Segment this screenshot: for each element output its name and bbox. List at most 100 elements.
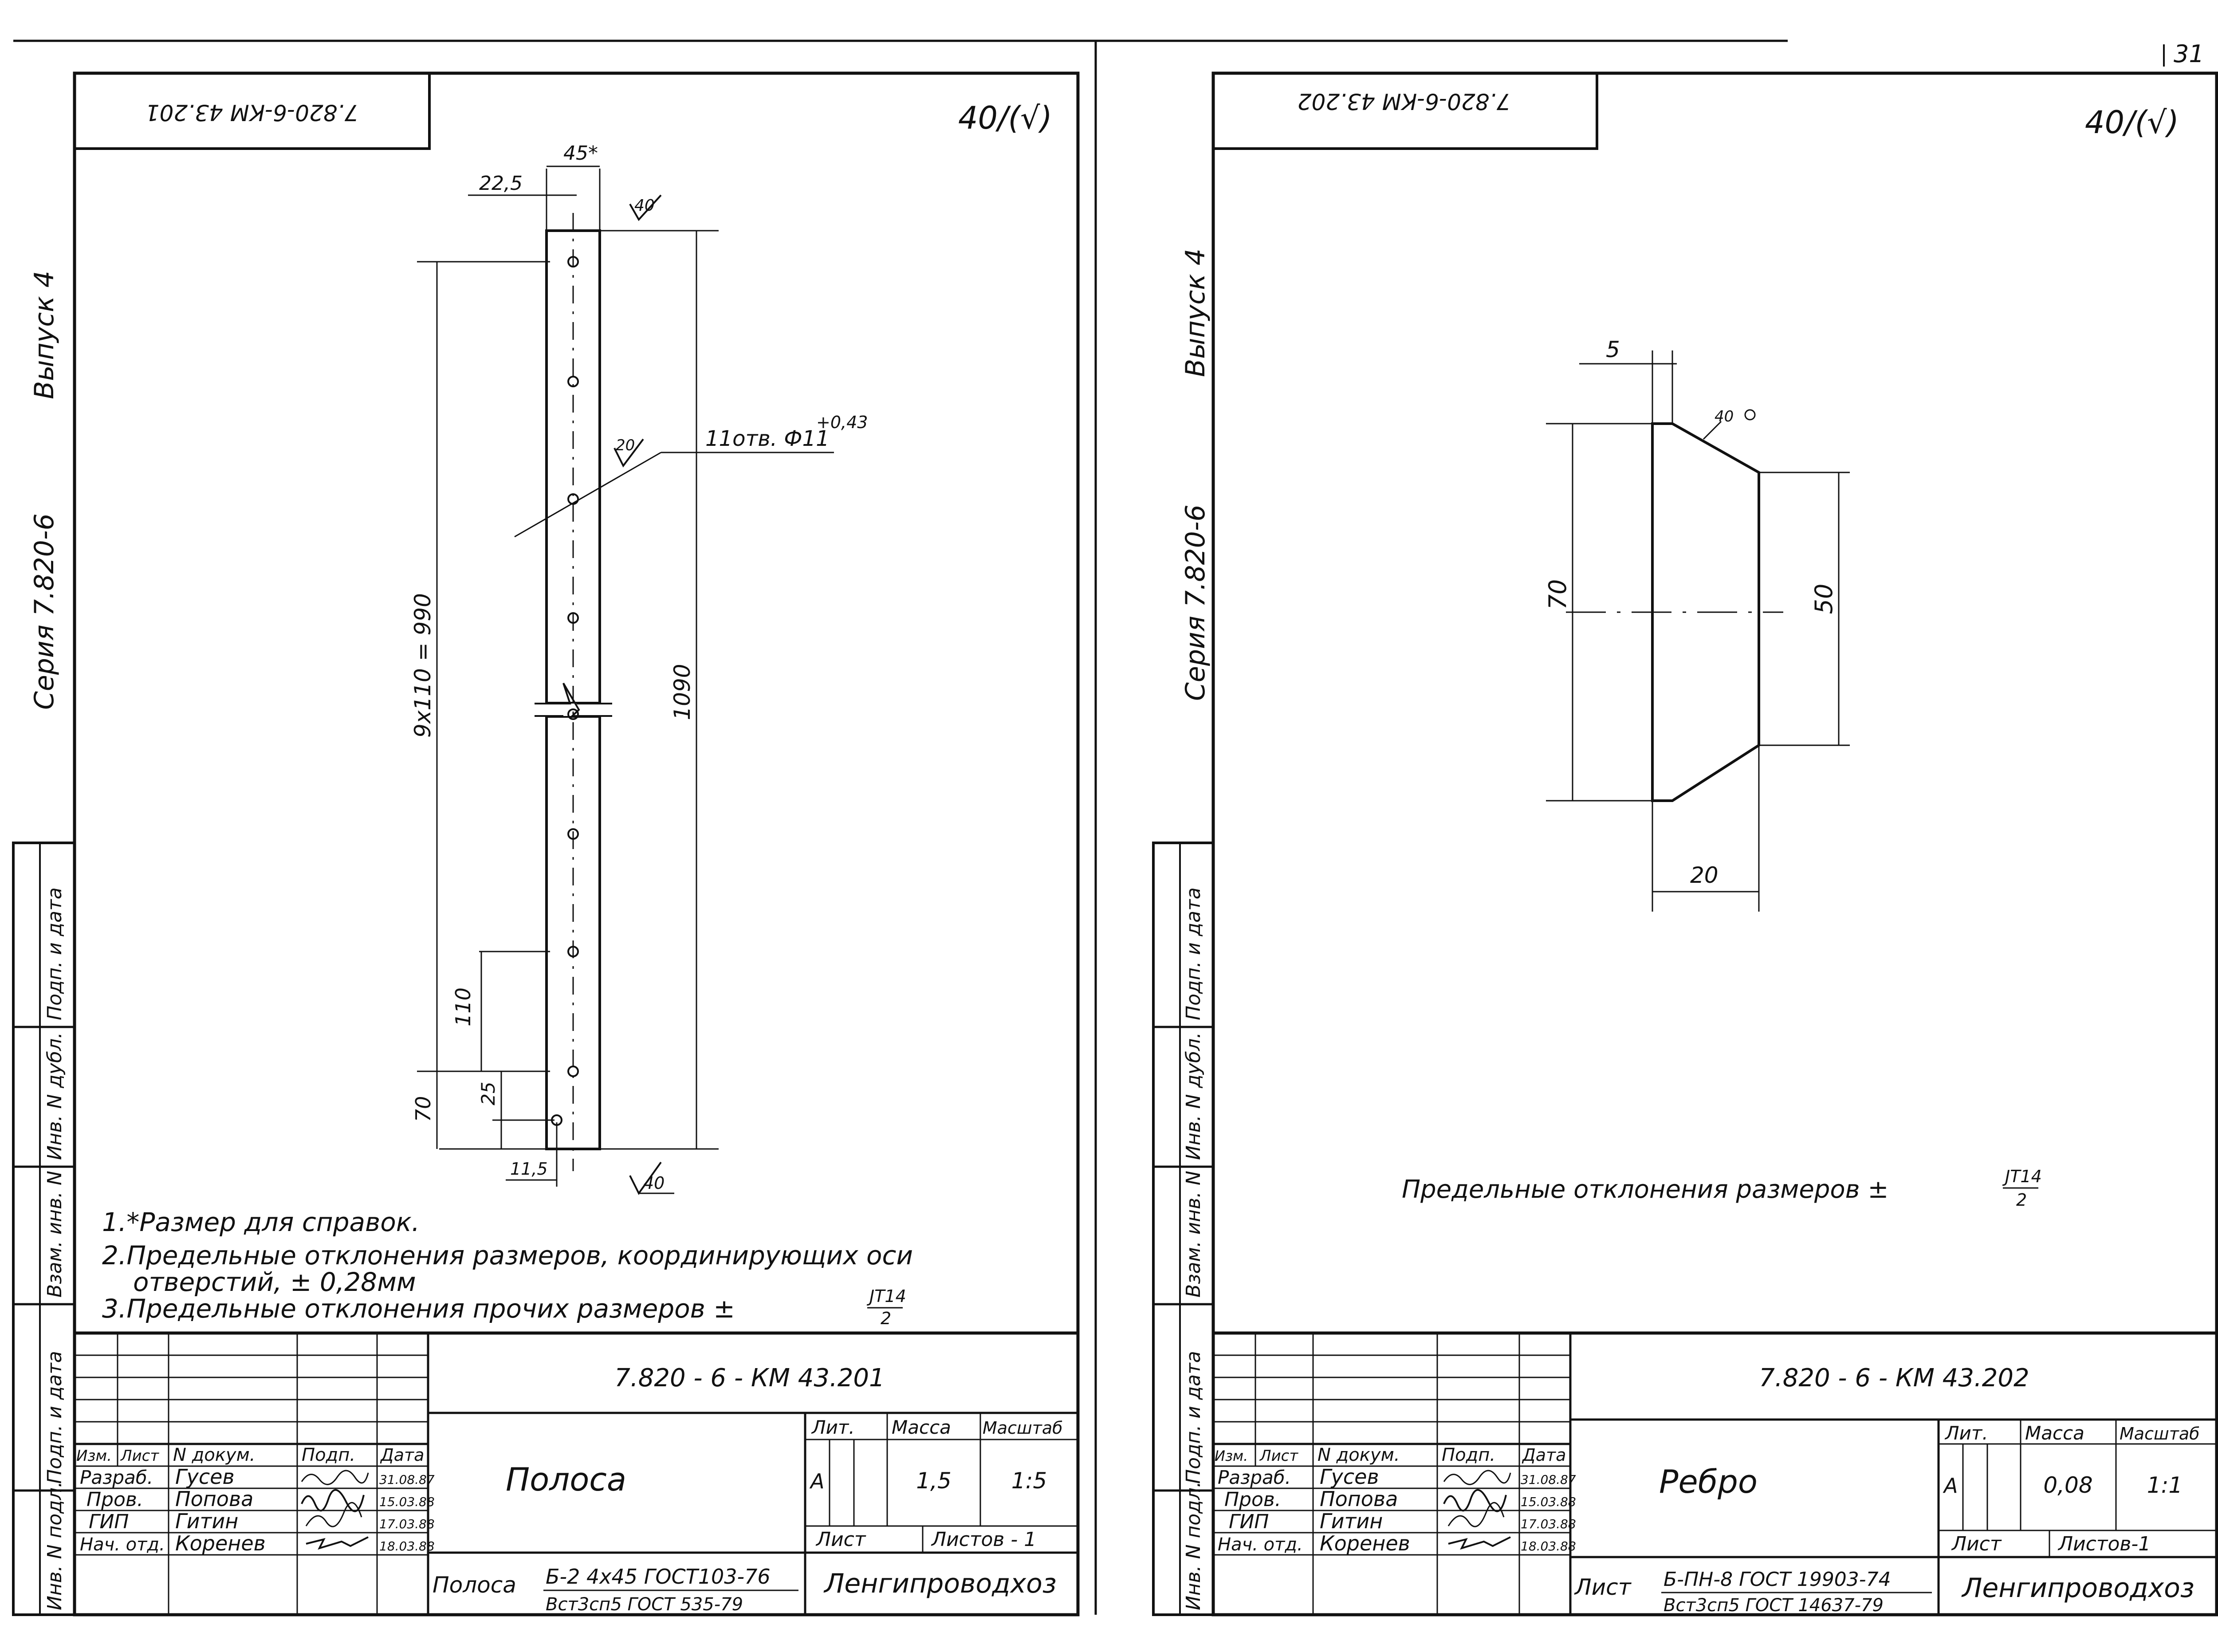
holes-callout: 11отв. Ф11 xyxy=(705,426,830,451)
right-sheet: 7.820-6-КМ 43.202 40/(√) Серия 7.820-6 В… xyxy=(1152,71,2218,1617)
right-org: Ленгипроводхоз xyxy=(1961,1573,2194,1604)
right-side-box-3: Взам. инв. N xyxy=(1182,1171,1205,1298)
dim-25: 25 xyxy=(477,1082,499,1105)
signature-2 xyxy=(301,1489,365,1512)
left-note-1: 1.*Размер для справок. xyxy=(102,1207,420,1237)
right-side-box-2: Инв. N дубл. xyxy=(1182,1032,1205,1160)
left-side-box-1: Подп. и дата xyxy=(43,887,66,1020)
rib-roughness-40: 40 xyxy=(1715,408,1734,425)
right-note: Предельные отклонения размеров ± xyxy=(1402,1175,1888,1204)
left-name-2: Попова xyxy=(175,1487,253,1511)
left-hdr-doc: N докум. xyxy=(173,1445,256,1465)
right-hdr-date: Дата xyxy=(1522,1445,1566,1465)
right-role-1: Разраб. xyxy=(1218,1467,1291,1488)
left-side-box-4: Подп. и дата xyxy=(43,1351,66,1484)
right-sheets-label: Листов-1 xyxy=(2057,1533,2151,1555)
left-part-name: Полоса xyxy=(506,1461,626,1498)
left-date-4: 18.03.88 xyxy=(379,1539,435,1554)
right-name-3: Гитин xyxy=(1320,1509,1383,1533)
dim-1090: 1090 xyxy=(669,664,695,720)
right-side-box-1: Подп. и дата xyxy=(1182,887,1205,1020)
left-roughness-icon: 40/(√) xyxy=(958,100,1052,136)
right-name-2: Попова xyxy=(1320,1487,1398,1511)
rib-dim-5: 5 xyxy=(1606,337,1620,362)
left-scale-label: Масштаб xyxy=(983,1418,1063,1438)
right-name-1: Гусев xyxy=(1320,1465,1379,1489)
right-role-2: Пров. xyxy=(1224,1488,1281,1511)
rib-dim-70: 70 xyxy=(1544,579,1572,610)
left-role-2: Пров. xyxy=(87,1488,143,1511)
right-part-name: Ребро xyxy=(1659,1463,1758,1500)
right-date-2: 15.03.88 xyxy=(1521,1495,1576,1509)
left-side-series: Серия 7.820-6 xyxy=(29,513,60,710)
left-name-1: Гусев xyxy=(175,1465,235,1489)
left-side-box-5: Инв. N подл. xyxy=(43,1481,66,1610)
rib-part: 5 40 70 50 20 xyxy=(1544,337,1850,912)
rib-dim-50: 50 xyxy=(1810,584,1838,614)
left-role-1: Разраб. xyxy=(80,1467,153,1488)
left-hdr-sign: Подп. xyxy=(302,1445,355,1465)
left-side-box-3: Взам. инв. N xyxy=(43,1171,66,1298)
left-sheets-label: Листов - 1 xyxy=(931,1528,1036,1551)
right-material-prefix: Лист xyxy=(1574,1574,1632,1600)
right-roughness-icon: 40/(√) xyxy=(2085,104,2179,141)
left-mass-value: 1,5 xyxy=(916,1468,952,1494)
left-date-3: 17.03.88 xyxy=(379,1517,435,1531)
right-material-top: Б-ПН-8 ГОСТ 19903-74 xyxy=(1664,1568,1891,1591)
left-lit-label: Лит. xyxy=(811,1416,855,1438)
left-note-3: отверстий, ± 0,28мм xyxy=(133,1267,416,1297)
right-hdr-list: Лист xyxy=(1259,1447,1298,1465)
right-date-4: 18.03.88 xyxy=(1521,1539,1576,1554)
left-lit-value: А xyxy=(809,1469,824,1493)
signature-3 xyxy=(305,1502,362,1527)
signature-r1 xyxy=(1443,1470,1511,1485)
right-role-4: Нач. отд. xyxy=(1218,1534,1303,1555)
left-material-top: Б-2 4х45 ГОСТ103-76 xyxy=(546,1565,771,1589)
right-side-box-5: Инв. N подл. xyxy=(1182,1481,1205,1610)
left-scale-value: 1:5 xyxy=(1011,1468,1047,1494)
left-role-4: Нач. отд. xyxy=(80,1534,165,1555)
dim-110: 110 xyxy=(451,987,475,1027)
roughness-40-top: 40 xyxy=(634,197,655,215)
right-code: 7.820 - 6 - КМ 43.202 xyxy=(1759,1364,2029,1392)
right-tol-num: JT14 xyxy=(2002,1167,2042,1186)
signature-r2 xyxy=(1443,1489,1507,1512)
dim-11-5: 11,5 xyxy=(510,1159,548,1179)
dim-70: 70 xyxy=(411,1096,435,1122)
right-sheet-label: Лист xyxy=(1951,1533,2002,1555)
left-date-2: 15.03.88 xyxy=(379,1495,435,1509)
right-material-bottom: Вст3сп5 ГОСТ 14637-79 xyxy=(1664,1595,1884,1616)
right-mass-value: 0,08 xyxy=(2043,1472,2092,1498)
holes-tolerance: +0,43 xyxy=(816,413,868,432)
right-hdr-doc: N докум. xyxy=(1317,1445,1400,1465)
left-mass-label: Масса xyxy=(892,1416,951,1438)
right-hdr-izm: Изм. xyxy=(1215,1447,1248,1464)
strip-holes xyxy=(551,256,579,1126)
left-top-stamp-text: 7.820-6-КМ 43.201 xyxy=(146,100,359,126)
dim-22-5: 22,5 xyxy=(479,172,523,195)
dim-45: 45* xyxy=(563,142,598,165)
right-lit-label: Лит. xyxy=(1944,1422,1988,1444)
left-side-box-2: Инв. N дубл. xyxy=(43,1032,66,1160)
right-side-box-4: Подп. и дата xyxy=(1182,1351,1205,1484)
roughness-20: 20 xyxy=(616,437,635,454)
rib-dim-20: 20 xyxy=(1690,862,1719,888)
right-hdr-sign: Подп. xyxy=(1442,1445,1495,1465)
right-tol-den: 2 xyxy=(2016,1190,2027,1210)
left-hdr-date: Дата xyxy=(380,1445,424,1465)
left-sheet-label: Лист xyxy=(815,1528,866,1551)
left-hdr-izm: Изм. xyxy=(76,1447,112,1465)
left-frame xyxy=(73,71,1080,1617)
right-date-3: 17.03.88 xyxy=(1521,1517,1576,1531)
right-role-3: ГИП xyxy=(1229,1510,1269,1533)
right-mass-label: Масса xyxy=(2025,1422,2084,1444)
signature-1 xyxy=(301,1470,369,1485)
signature-4 xyxy=(306,1536,369,1550)
right-title-block: 7.820 - 6 - КМ 43.202 Ребро Изм. Лист N … xyxy=(1211,1331,2218,1617)
roughness-40-bottom: 40 xyxy=(643,1173,665,1193)
left-material-prefix: Полоса xyxy=(433,1572,516,1598)
right-date-1: 31.08.87 xyxy=(1521,1472,1576,1487)
left-org: Ленгипроводхоз xyxy=(823,1568,1056,1599)
left-name-4: Коренев xyxy=(175,1531,266,1555)
signature-r3 xyxy=(1447,1502,1505,1527)
